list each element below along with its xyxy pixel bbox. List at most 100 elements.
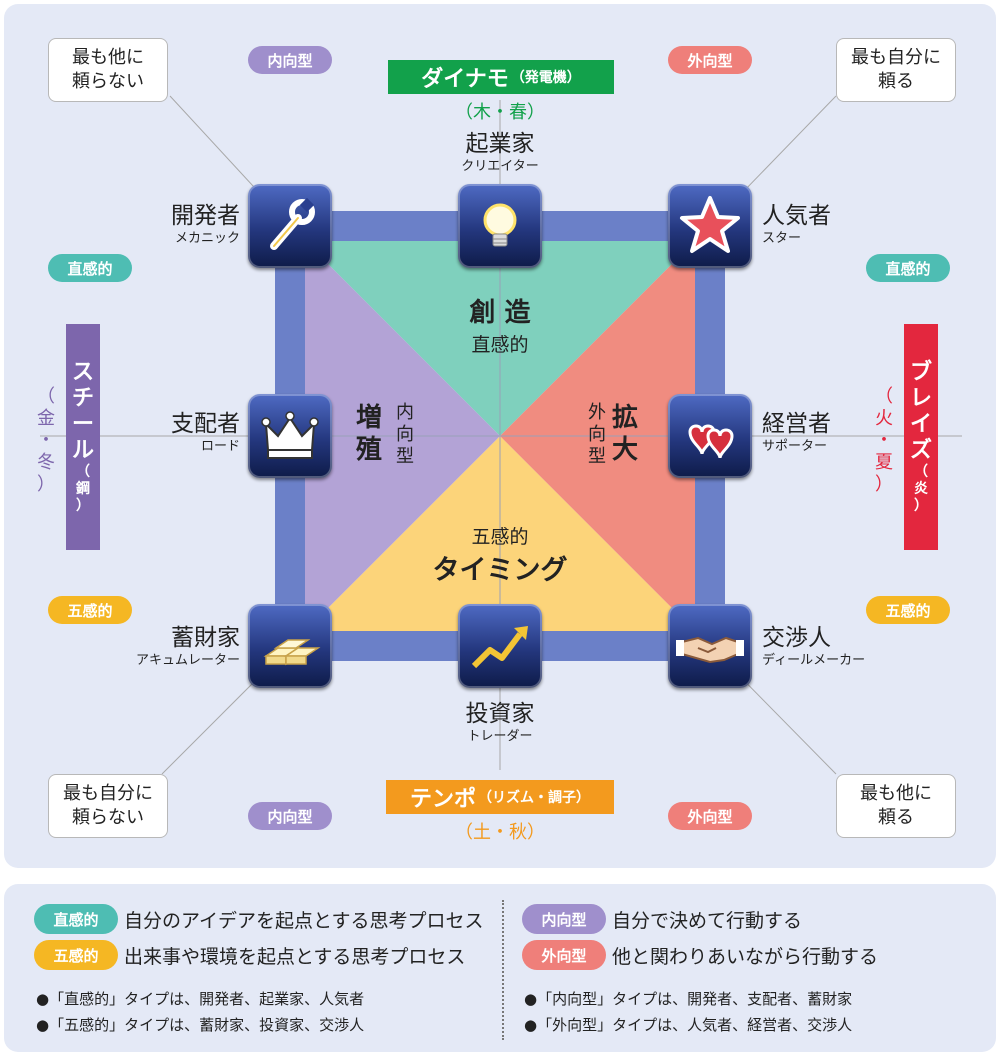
type-mechanic-name: 開発者	[171, 203, 240, 229]
steel-season-char: 冬	[37, 452, 55, 473]
intuitive-pill-left: 直感的	[48, 254, 132, 282]
legend-intuitive-text: 自分のアイデアを起点とする思考プロセス	[124, 909, 484, 932]
type-lord-en: ロード	[200, 439, 240, 454]
multiply-sub: 内 向 型	[392, 402, 418, 468]
steel-season: （ 金 ・ 冬 ）	[34, 386, 58, 496]
type-trader-label: 投資家 トレーダー	[420, 700, 580, 745]
steel-sub-char: ）	[76, 497, 90, 514]
legend-divider	[502, 900, 504, 1040]
steel-season-char: ）	[37, 474, 55, 495]
type-trader-en: トレーダー	[467, 729, 533, 744]
type-creator-label: 起業家 クリエイター	[420, 130, 580, 175]
type-mechanic-label: 開発者 メカニック	[100, 202, 240, 247]
blaze-season-char: 夏	[875, 452, 893, 473]
blaze-season-char: （	[875, 386, 893, 407]
lightbulb-icon	[458, 184, 542, 268]
callout-top-right: 最も自分に 頼る	[836, 38, 956, 102]
legend-note-extrovert: ●「外向型」タイプは、人気者、経営者、交渉人	[524, 1016, 853, 1034]
steel-name-char: ー	[71, 411, 94, 437]
steel-season-char: ・	[37, 430, 55, 451]
wrench-icon	[248, 184, 332, 268]
legend-sensory: 五感的 出来事や環境を起点とする思考プロセス	[34, 940, 465, 970]
introvert-pill-bottom: 内向型	[248, 802, 332, 830]
legend-sensory-text: 出来事や環境を起点とする思考プロセス	[124, 945, 466, 968]
blaze-name-char: ズ	[909, 437, 932, 463]
legend-note-sensory: ●「五感的」タイプは、蓄財家、投資家、交渉人	[36, 1016, 365, 1034]
blaze-season-char: 火	[875, 408, 893, 429]
handshake-icon	[668, 604, 752, 688]
dynamo-season: （木・春）	[455, 102, 545, 123]
legend-introvert: 内向型 自分で決めて行動する	[522, 904, 802, 934]
legend-introvert-pill: 内向型	[522, 904, 606, 934]
star-icon	[668, 184, 752, 268]
type-lord-label: 支配者 ロード	[100, 410, 240, 455]
dynamo-banner: ダイナモ（発電機）	[388, 60, 614, 94]
steel-name-char: ル	[71, 437, 94, 463]
multiply-sub-char: 型	[396, 446, 414, 467]
steel-name-char: ス	[71, 359, 94, 385]
callout-top-left: 最も他に 頼らない	[48, 38, 168, 102]
type-mechanic-en: メカニック	[174, 231, 240, 246]
steel-name-char: チ	[71, 385, 94, 411]
type-trader-name: 投資家	[465, 701, 535, 727]
expand-title: 拡 大	[612, 402, 638, 466]
legend-extrovert-text: 他と関わりあいながら行動する	[612, 945, 879, 968]
steel-season-char: 金	[37, 408, 55, 429]
blaze-name-char: ブ	[909, 359, 932, 385]
legend-panel	[4, 884, 996, 1052]
type-supporter-en: サポーター	[762, 439, 828, 454]
introvert-pill-top: 内向型	[248, 46, 332, 74]
sensory-pill-left: 五感的	[48, 596, 132, 624]
intuitive-pill-right: 直感的	[866, 254, 950, 282]
dynamo-sub: （発電機）	[510, 70, 581, 86]
callout-bottom-left: 最も自分に 頼らない	[48, 774, 168, 838]
creation-sub: 直感的	[471, 334, 529, 356]
type-creator-name: 起業家	[465, 131, 535, 157]
type-dealmaker-label: 交渉人 ディールメーカー	[762, 624, 865, 669]
crown-icon	[248, 394, 332, 478]
type-dealmaker-en: ディールメーカー	[762, 653, 866, 668]
legend-introvert-text: 自分で決めて行動する	[612, 909, 803, 932]
multiply-sub-char: 内	[396, 402, 414, 423]
type-star-label: 人気者 スター	[762, 202, 831, 247]
blaze-name-char: レ	[909, 385, 932, 411]
blaze-name-char: イ	[909, 411, 932, 437]
multiply-sub-char: 向	[396, 424, 414, 445]
type-star-name: 人気者	[762, 203, 831, 229]
blaze-season-char: ）	[875, 474, 893, 495]
multiply-title-char: 増	[356, 403, 383, 433]
callout-bottom-right: 最も他に 頼る	[836, 774, 956, 838]
type-accumulator-en: アキュムレーター	[135, 653, 240, 668]
trend-arrow-icon	[458, 604, 542, 688]
expand-sub-char: 向	[588, 424, 606, 445]
type-supporter-label: 経営者 サポーター	[762, 410, 831, 455]
legend-note-intuitive: ●「直感的」タイプは、開発者、起業家、人気者	[36, 990, 365, 1008]
blaze-season: （ 火 ・ 夏 ）	[872, 386, 896, 496]
blaze-sub-char: 炎	[914, 480, 928, 497]
legend-intuitive: 直感的 自分のアイデアを起点とする思考プロセス	[34, 904, 483, 934]
steel-sub-char: （	[76, 463, 90, 480]
expand-sub-char: 外	[588, 402, 606, 423]
type-star-en: スター	[762, 231, 802, 246]
dynamo-name: ダイナモ	[421, 67, 509, 92]
type-supporter-name: 経営者	[762, 411, 831, 437]
creation-title: 創 造	[469, 298, 531, 328]
type-accumulator-label: 蓄財家 アキュムレーター	[100, 624, 240, 669]
tempo-banner: テンポ（リズム・調子）	[386, 780, 614, 814]
expand-sub: 外 向 型	[584, 402, 610, 468]
legend-note-introvert: ●「内向型」タイプは、開発者、支配者、蓄財家	[524, 990, 853, 1008]
steel-sub-char: 鋼	[76, 480, 90, 497]
expand-title-char: 大	[612, 435, 639, 465]
expand-title-char: 拡	[612, 403, 639, 433]
multiply-title-char: 殖	[356, 435, 383, 465]
blaze-banner: ブ レ イ ズ （ 炎 ）	[904, 324, 938, 550]
legend-extrovert-pill: 外向型	[522, 940, 606, 970]
blaze-sub-char: （	[914, 463, 928, 480]
steel-banner: ス チ ー ル （ 鋼 ）	[66, 324, 100, 550]
tempo-sub: （リズム・調子）	[478, 790, 590, 806]
steel-season-char: （	[37, 386, 55, 407]
type-creator-en: クリエイター	[461, 159, 539, 174]
timing-sub: 五感的	[471, 526, 529, 548]
blaze-sub-char: ）	[914, 497, 928, 514]
multiply-title: 増 殖	[356, 402, 382, 466]
